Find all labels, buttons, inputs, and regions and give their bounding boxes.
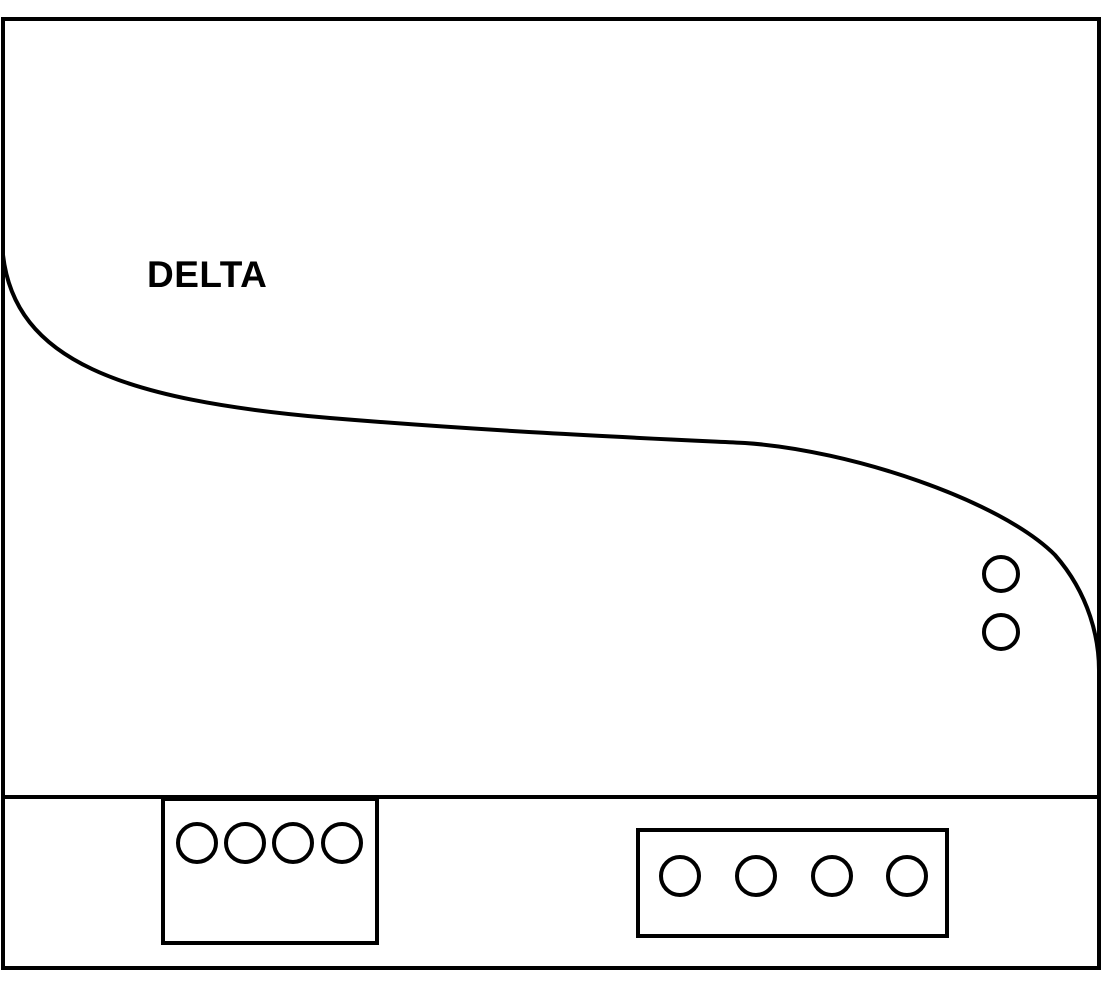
right-terminal-4 bbox=[886, 855, 928, 897]
left-terminal-3 bbox=[272, 822, 314, 864]
right-terminal-block bbox=[636, 828, 949, 938]
left-terminal-4 bbox=[321, 822, 363, 864]
right-terminal-3 bbox=[811, 855, 853, 897]
left-terminal-2 bbox=[224, 822, 266, 864]
brand-logo-text: DELTA bbox=[147, 254, 268, 295]
device-housing bbox=[1, 17, 1101, 970]
right-terminal-1 bbox=[659, 855, 701, 897]
indicator-light-bottom bbox=[982, 613, 1020, 651]
right-terminal-2 bbox=[735, 855, 777, 897]
left-terminal-block bbox=[161, 797, 379, 945]
front-panel-curve bbox=[1, 254, 1101, 671]
indicator-light-top bbox=[982, 555, 1020, 593]
left-terminal-1 bbox=[176, 822, 218, 864]
